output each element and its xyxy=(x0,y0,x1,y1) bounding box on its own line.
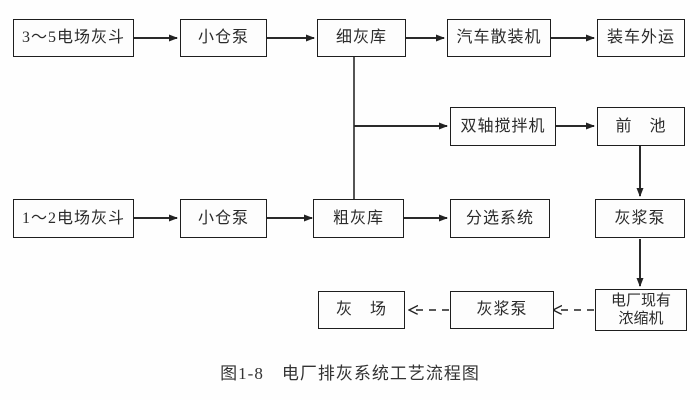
node-truck-bulk-loader: 汽车散装机 xyxy=(447,19,551,57)
node-twin-shaft-mixer: 双轴搅拌机 xyxy=(450,107,556,146)
node-hopper-1-2: 1～2电场灰斗 xyxy=(13,199,134,238)
node-ash-slurry-pump-right: 灰浆泵 xyxy=(595,199,685,238)
figure-caption: 图1-8 电厂排灰系统工艺流程图 xyxy=(220,364,480,383)
node-existing-thickener: 电厂现有 浓缩机 xyxy=(595,289,687,331)
node-hopper-3-5: 3～5电场灰斗 xyxy=(13,19,134,57)
node-ash-slurry-pump-bottom: 灰浆泵 xyxy=(450,291,554,329)
node-coarse-ash-silo: 粗灰库 xyxy=(313,199,404,238)
node-ash-yard: 灰 场 xyxy=(318,291,405,329)
node-small-silo-pump-bottom: 小仓泵 xyxy=(180,199,267,238)
node-load-transport: 装车外运 xyxy=(597,19,685,57)
node-fine-ash-silo: 细灰库 xyxy=(317,19,406,57)
node-front-pool: 前 池 xyxy=(597,107,685,146)
node-sorting-system: 分选系统 xyxy=(450,199,550,238)
node-small-silo-pump-top: 小仓泵 xyxy=(180,19,267,57)
